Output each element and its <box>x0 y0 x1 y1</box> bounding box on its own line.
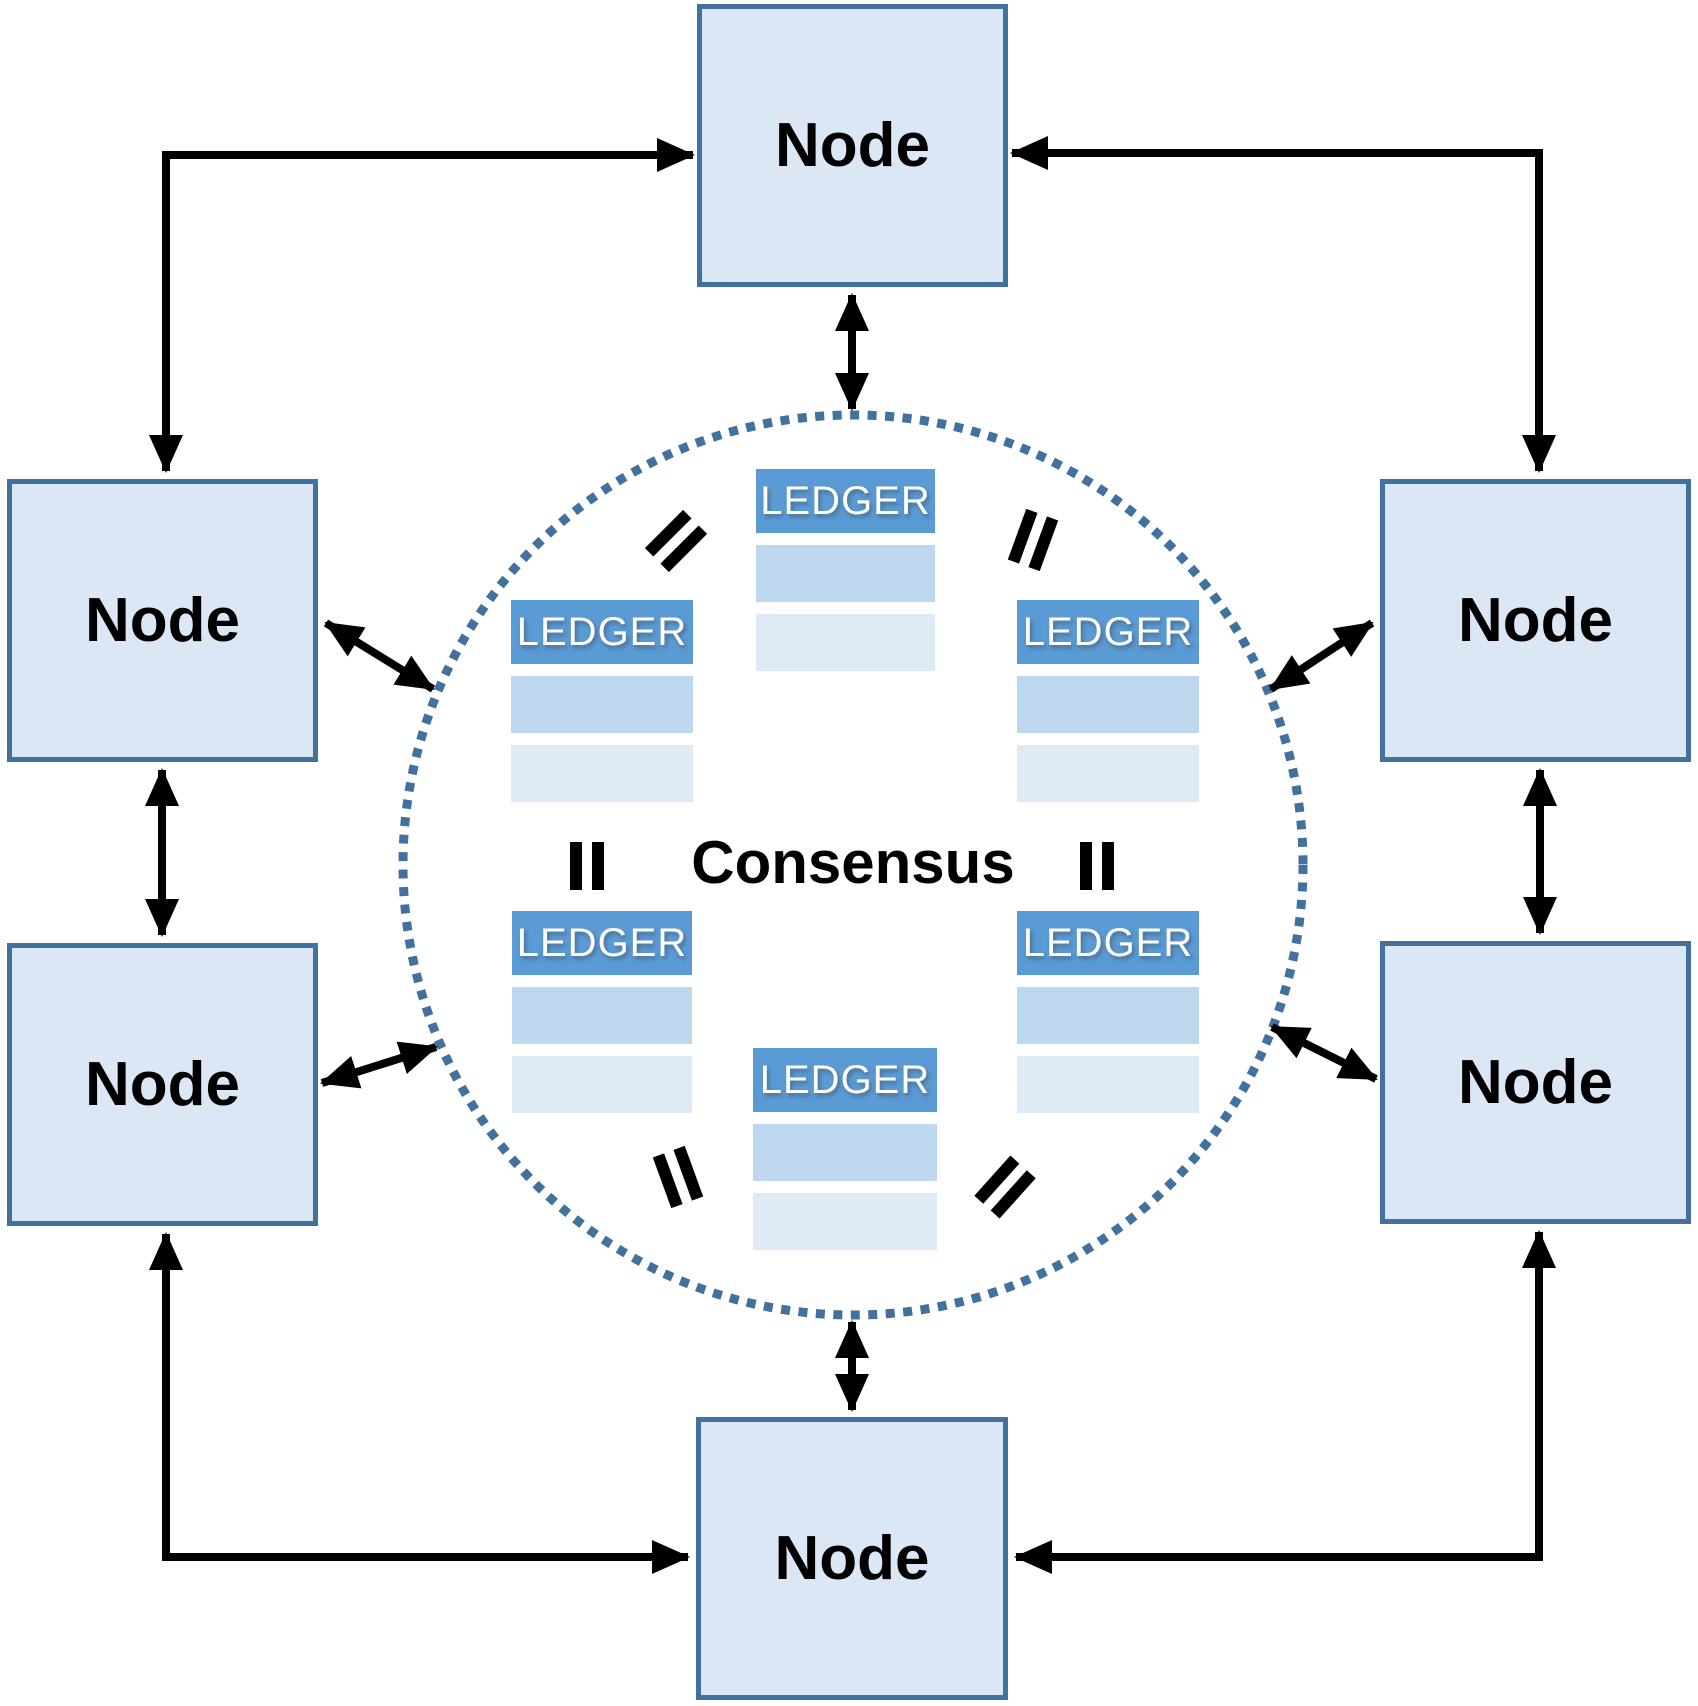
node-box-right-upper: Node <box>1380 479 1691 762</box>
node-label: Node <box>775 111 930 180</box>
node-label: Node <box>85 586 240 655</box>
ledger-table-mid-right: LEDGER <box>1017 600 1199 802</box>
ledger-header: LEDGER <box>756 469 935 533</box>
ledger-header: LEDGER <box>511 600 693 664</box>
ledger-row <box>756 614 935 671</box>
ledger-header: LEDGER <box>1017 600 1199 664</box>
arrow-diag-left-upper <box>323 619 436 693</box>
ledger-row <box>1017 745 1199 802</box>
arrow-corner-top-left <box>149 138 695 473</box>
arrow-diag-left-lower <box>320 1041 438 1089</box>
node-box-top: Node <box>697 4 1008 287</box>
ledger-row <box>512 1056 692 1113</box>
ledger-table-lower-right: LEDGER <box>1017 911 1199 1113</box>
ledger-table-top-center: LEDGER <box>756 469 935 671</box>
ledger-header: LEDGER <box>753 1048 937 1112</box>
node-label: Node <box>85 1050 240 1119</box>
ledger-header: LEDGER <box>1017 911 1199 975</box>
node-label: Node <box>1458 586 1613 655</box>
ledger-table-bottom-center: LEDGER <box>753 1048 937 1250</box>
ledger-table-mid-left: LEDGER <box>511 600 693 802</box>
node-box-left-lower: Node <box>7 943 318 1226</box>
ledger-row <box>1017 987 1199 1044</box>
node-box-bottom: Node <box>696 1417 1008 1700</box>
ledger-table-lower-left: LEDGER <box>512 911 692 1113</box>
ledger-row <box>753 1124 937 1181</box>
equals-icon <box>570 842 604 890</box>
consensus-circle <box>398 410 1308 1320</box>
ledger-row <box>511 745 693 802</box>
node-label: Node <box>1458 1048 1613 1117</box>
arrow-diag-right-upper <box>1268 619 1375 693</box>
ledger-row <box>1017 1056 1199 1113</box>
ledger-header: LEDGER <box>512 911 692 975</box>
equals-icon <box>1080 842 1114 890</box>
ledger-row <box>1017 676 1199 733</box>
ledger-row <box>512 987 692 1044</box>
ledger-row <box>511 676 693 733</box>
arrow-corner-bottom-right <box>1014 1230 1556 1574</box>
ledger-row <box>753 1193 937 1250</box>
node-box-right-lower: Node <box>1380 941 1691 1224</box>
arrow-diag-right-lower <box>1270 1023 1378 1083</box>
consensus-label: Consensus <box>691 829 1015 896</box>
arrow-corner-top-right <box>1010 136 1556 473</box>
arrow-corner-bottom-left <box>149 1232 690 1574</box>
node-label: Node <box>774 1524 930 1593</box>
ledger-row <box>756 545 935 602</box>
node-box-left-upper: Node <box>7 479 318 762</box>
